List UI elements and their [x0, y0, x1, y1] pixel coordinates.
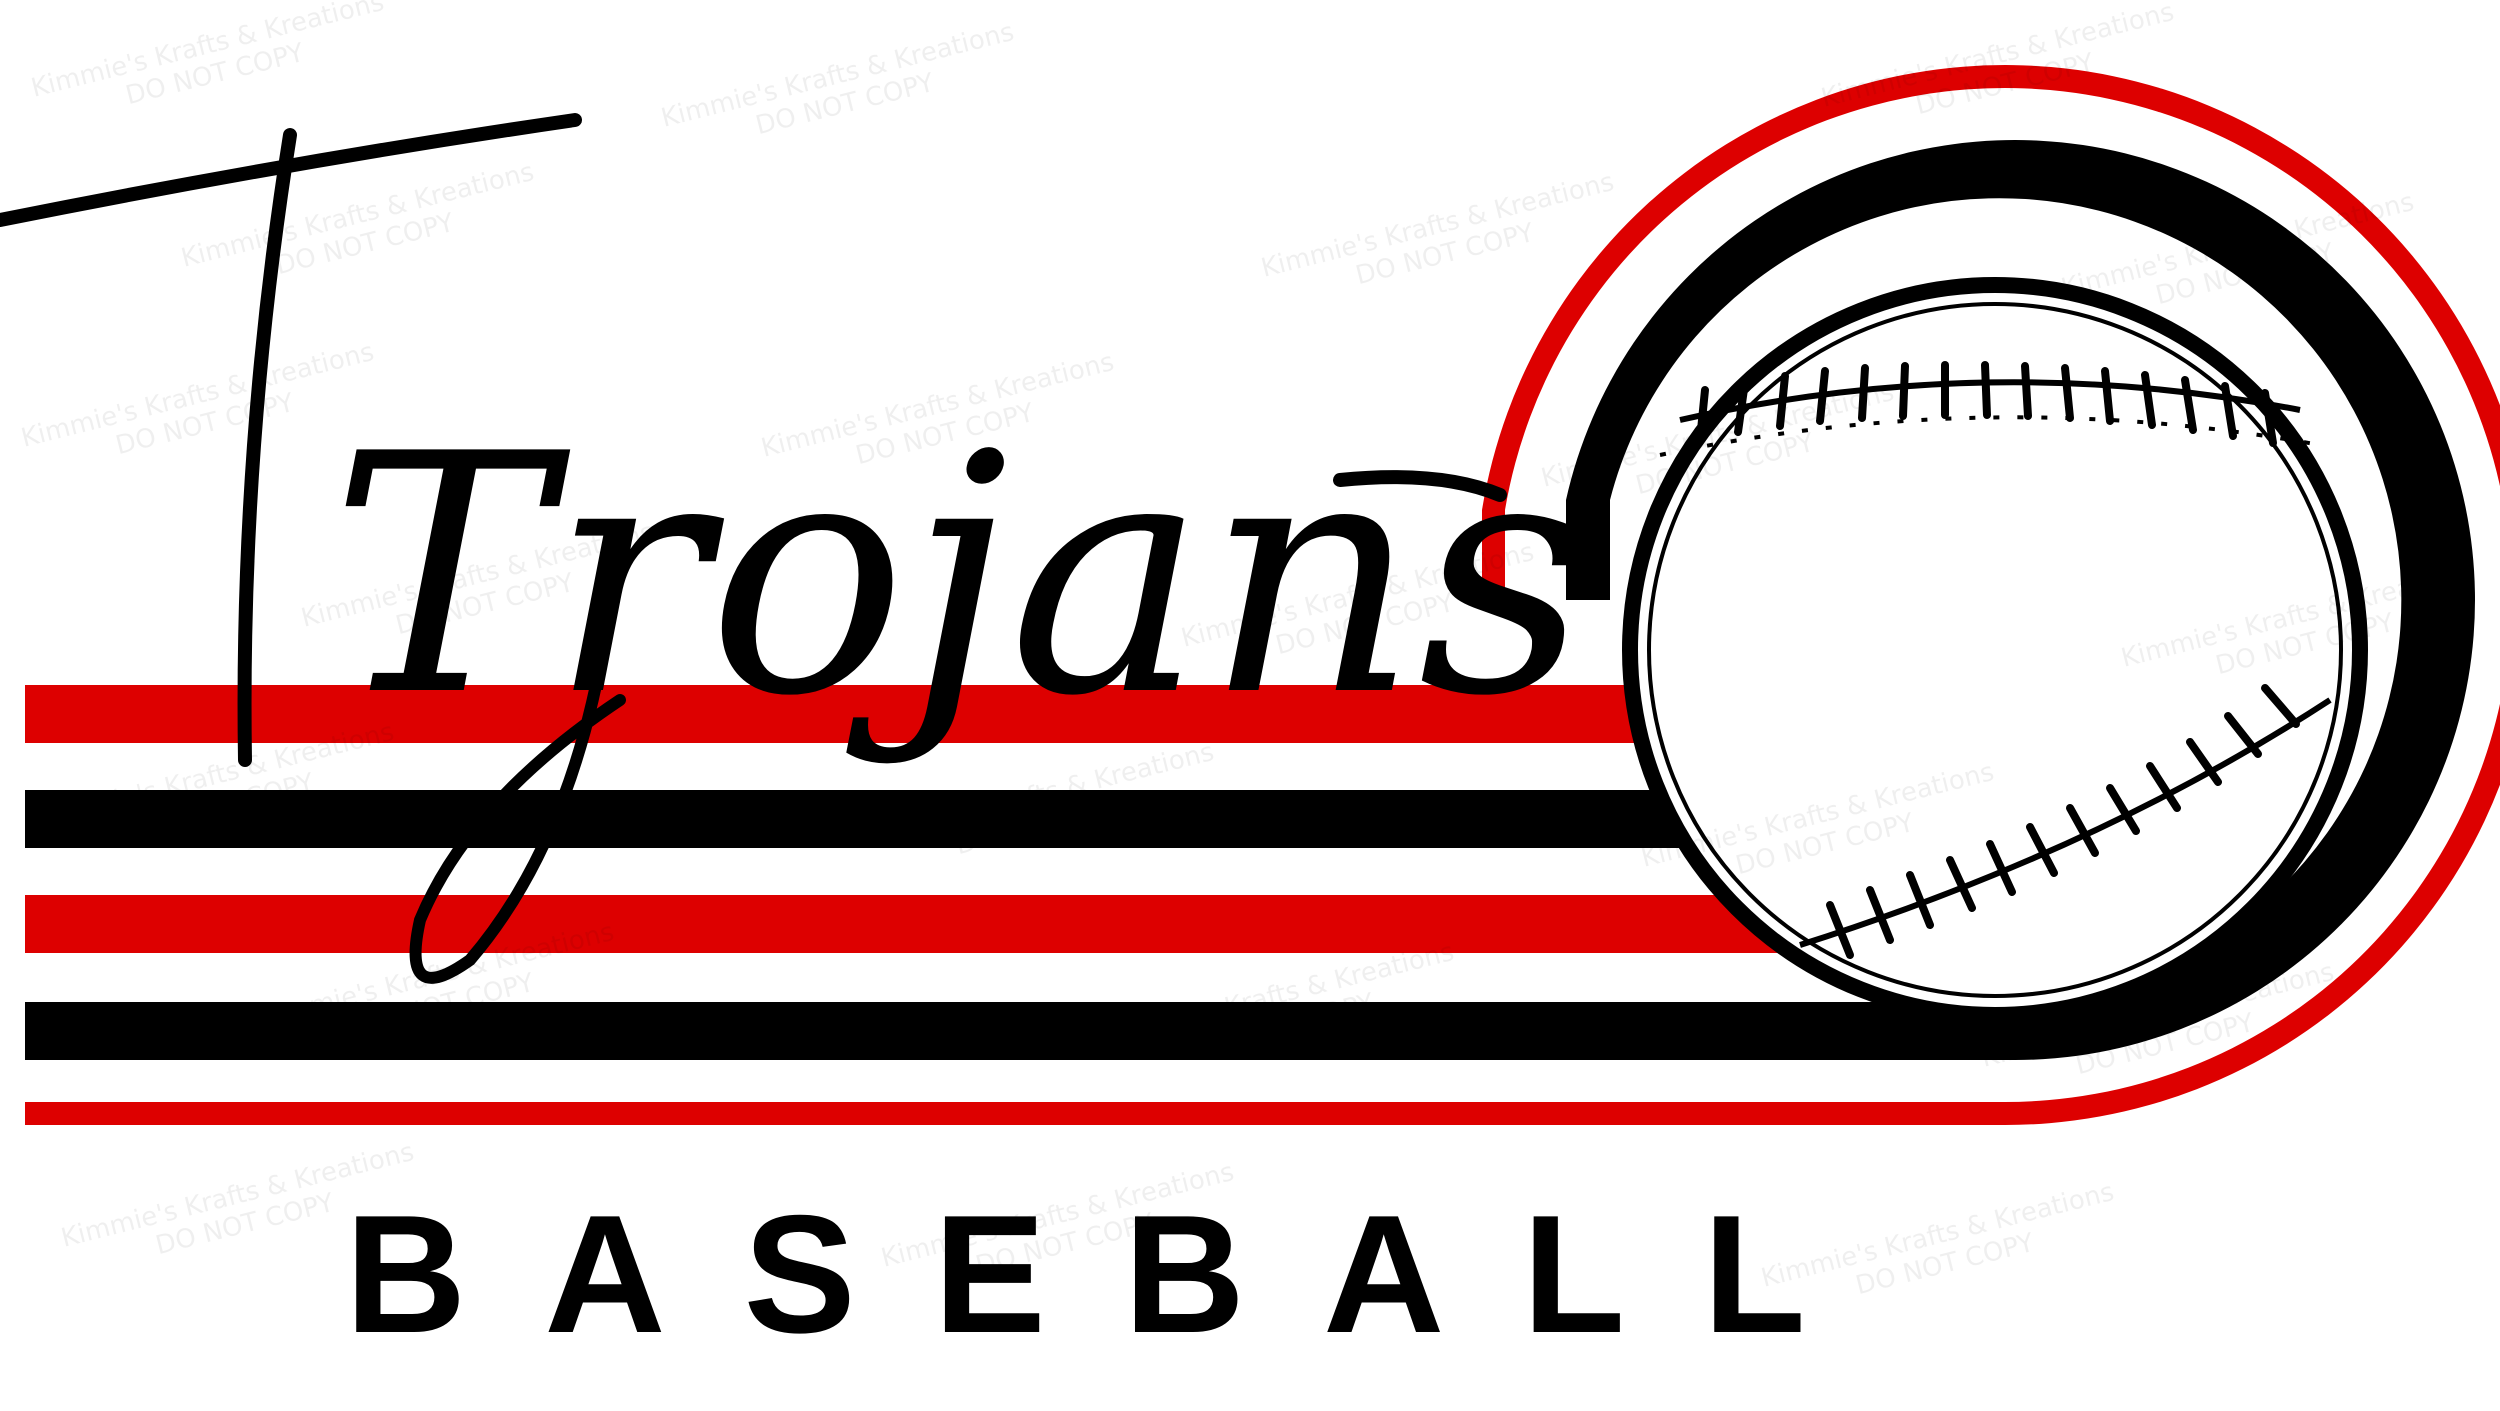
baseball-icon	[1622, 277, 2368, 1023]
sport-word: BASEBALL	[345, 1180, 1884, 1368]
stripe-black-1	[25, 790, 1725, 848]
stripe-red-1	[25, 685, 1675, 743]
stripe-red-2	[25, 895, 1875, 953]
black-swoosh-inner	[25, 140, 2475, 1061]
script-title-group: Trojans	[0, 113, 1587, 984]
script-title: Trojans	[330, 384, 1587, 768]
